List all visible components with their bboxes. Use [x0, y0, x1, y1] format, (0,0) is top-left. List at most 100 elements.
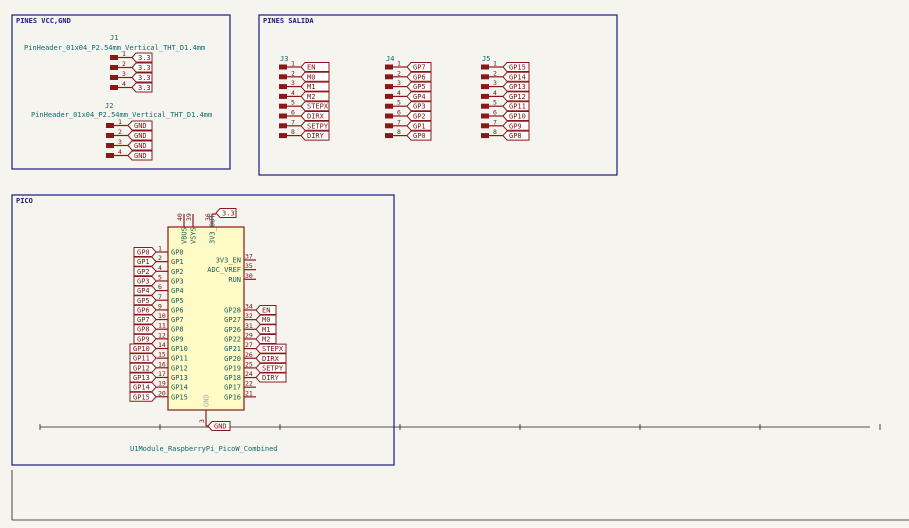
j1-net-flag: [131, 82, 153, 93]
pico-left-pin-number: 20: [158, 389, 166, 397]
pico-left-pin-name: GP5: [171, 297, 184, 305]
j3-ref: J3: [280, 55, 288, 63]
j5-pin-number: 3: [493, 79, 497, 87]
j4-net-label: GP0: [413, 132, 426, 140]
pico-left-net-flag: [129, 372, 157, 383]
pico-left-pin-number: 15: [158, 351, 166, 359]
section-frame-pico: [11, 194, 395, 466]
pico-left-net-flag: [133, 247, 157, 257]
j1-net-label: 3.3: [138, 64, 151, 72]
pico-left-pin-name: GP13: [171, 374, 188, 382]
pico-left-net-flag: [133, 266, 157, 277]
pico-left-net-flag: [133, 256, 157, 267]
pico-left-net-flag: [133, 324, 157, 335]
pico-right-pin-number: 31: [245, 322, 253, 330]
pico-left-net-flag: [129, 353, 157, 364]
j3-pad: [279, 113, 287, 119]
j3-pad: [279, 123, 287, 129]
pico-left-net-label: GP15: [133, 393, 150, 401]
j4-net-label: GP6: [413, 73, 426, 81]
pico-left-pin-number: 16: [158, 360, 166, 368]
j3-pad: [279, 93, 287, 99]
j2-pin-number: 4: [118, 148, 122, 156]
pico-gnd-net-flag: [207, 421, 231, 431]
pico-left-net-label: GP14: [133, 384, 150, 392]
j5-net-flag: [502, 120, 530, 131]
pico-left-pin-name: GP14: [171, 384, 188, 392]
j3-pad: [279, 84, 287, 90]
pico-misc-pin-number: 35: [245, 262, 253, 270]
pico-top-pin-name: VBUS: [181, 227, 189, 244]
j3-net-flag: [300, 120, 330, 131]
j4-net-flag: [406, 91, 432, 102]
pico-left-pin-name: GP8: [171, 326, 184, 334]
pico-right-net-label: SETPY: [262, 364, 284, 372]
j2-net-flag: [127, 140, 153, 151]
pico-left-net-flag: [129, 382, 157, 393]
j5-pad: [481, 74, 489, 80]
pico-misc-pin-number: 37: [245, 253, 253, 261]
j2-net-flag: [127, 150, 153, 161]
j3-net-label: M0: [307, 73, 315, 81]
pico-right-pin-number: 21: [245, 389, 253, 397]
pico-gnd-pin-number: 3: [198, 419, 206, 423]
pico-module-body[interactable]: [167, 226, 245, 411]
j4-pad: [385, 74, 393, 80]
pico-left-pin-number: 19: [158, 380, 166, 388]
j1-net-label: 3.3: [138, 54, 151, 62]
j2-pad: [106, 153, 114, 158]
j3-pin-number: 8: [291, 128, 295, 136]
j5-ref: J5: [482, 55, 490, 63]
pico-left-net-flag: [129, 362, 157, 373]
j4-net-label: GP5: [413, 83, 426, 91]
pico-left-net-label: GP4: [137, 287, 150, 295]
j1-ref: J1: [110, 34, 118, 42]
j2-pad: [106, 133, 114, 138]
pico-left-pin-number: 7: [158, 293, 162, 301]
pico-right-pin-name: GP20: [224, 355, 241, 363]
pico-left-net-label: GP5: [137, 297, 150, 305]
j3-pin-number: 6: [291, 109, 295, 117]
pico-right-pin-name: GP27: [224, 316, 241, 324]
pico-left-pin-name: GP4: [171, 287, 184, 295]
pico-left-net-flag: [133, 333, 157, 344]
pico-right-pin-name: GP28: [224, 307, 241, 315]
j1-net-flag: [131, 62, 153, 73]
j2-value: PinHeader_01x04_P2.54mm_Vertical_THT_D1.…: [31, 111, 212, 119]
pico-right-pin-number: 34: [245, 303, 253, 311]
j2-net-label: GND: [134, 142, 147, 150]
j3-pad: [279, 103, 287, 109]
pico-right-net-flag: [255, 305, 277, 315]
pico-right-pin-name: GP21: [224, 345, 241, 353]
j2-pin-number: 3: [118, 138, 122, 146]
pico-left-pin-name: GP15: [171, 393, 188, 401]
j4-net-label: GP4: [413, 93, 426, 101]
j4-pad: [385, 123, 393, 129]
j5-net-flag: [502, 81, 530, 92]
j4-pin-number: 3: [397, 79, 401, 87]
pico-right-net-flag: [255, 324, 277, 335]
j1-net-label: 3.3: [138, 84, 151, 92]
pico-left-net-label: GP8: [137, 326, 150, 334]
j3-net-label: DIRY: [307, 132, 325, 140]
pico-right-net-label: DIRX: [262, 355, 280, 363]
pico-left-pin-name: GP2: [171, 268, 184, 276]
section-frame-outputs: [258, 14, 618, 176]
j1-pad: [110, 85, 118, 90]
j5-net-label: GP15: [509, 64, 526, 72]
pico-misc-pin-name: ADC_VREF: [207, 266, 241, 274]
j2-net-label: GND: [134, 132, 147, 140]
pico-right-net-flag: [255, 362, 287, 373]
pico-right-pin-number: 26: [245, 351, 253, 359]
j3-pin-number: 7: [291, 118, 295, 126]
j4-pad: [385, 103, 393, 109]
j5-pin-number: 5: [493, 99, 497, 107]
j5-pin-number: 2: [493, 69, 497, 77]
j3-net-label: DIRX: [307, 113, 325, 121]
